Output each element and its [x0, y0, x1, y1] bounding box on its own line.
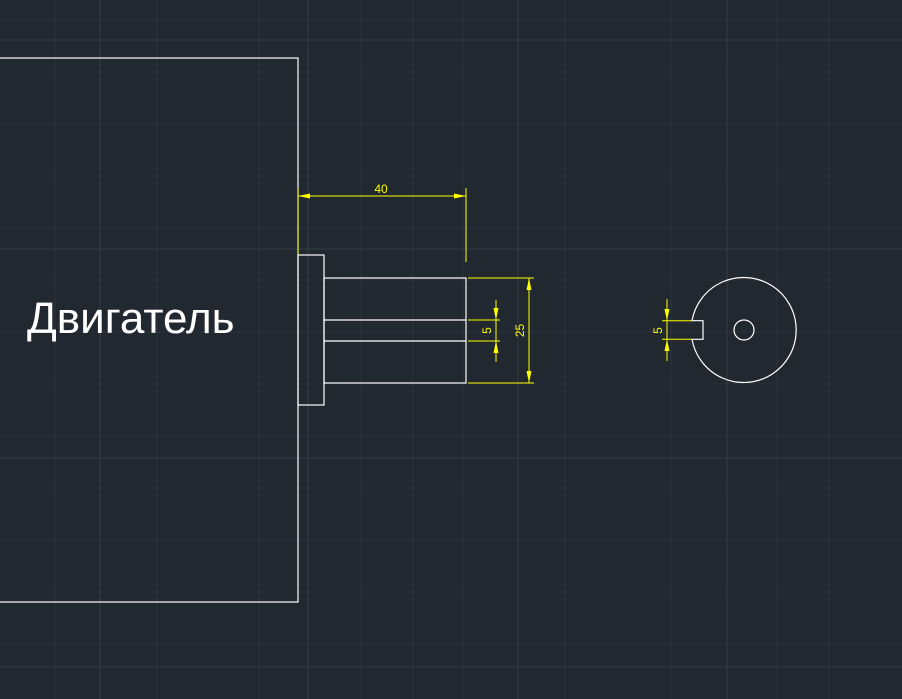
arrowhead-bottom	[664, 339, 670, 351]
dimension-text: 25	[513, 324, 527, 338]
arrowhead-bottom	[526, 371, 532, 383]
shaft-section-outline	[691, 276, 797, 384]
arrowhead-left	[298, 193, 310, 199]
arrowhead-bottom	[493, 341, 499, 353]
dimension-key-width-section[interactable]: 5	[651, 299, 692, 361]
arrowhead-right	[454, 193, 466, 199]
shaft-cross-section[interactable]	[691, 276, 797, 384]
dimension-key-width-side[interactable]: 5	[468, 300, 500, 362]
arrowhead-top	[664, 309, 670, 321]
dimension-shaft-length[interactable]: 40	[297, 182, 467, 262]
dimension-shaft-diameter[interactable]: 25	[468, 277, 534, 384]
arrowhead-top	[526, 278, 532, 290]
center-hole	[733, 319, 755, 341]
motor-label: Двигатель	[27, 294, 235, 343]
motor-flange[interactable]	[297, 254, 325, 406]
dimension-text: 5	[651, 327, 665, 334]
arrowhead-top	[493, 308, 499, 320]
dimension-text: 40	[374, 182, 388, 196]
dimension-text: 5	[480, 327, 494, 334]
shaft-side-view[interactable]	[323, 277, 467, 384]
